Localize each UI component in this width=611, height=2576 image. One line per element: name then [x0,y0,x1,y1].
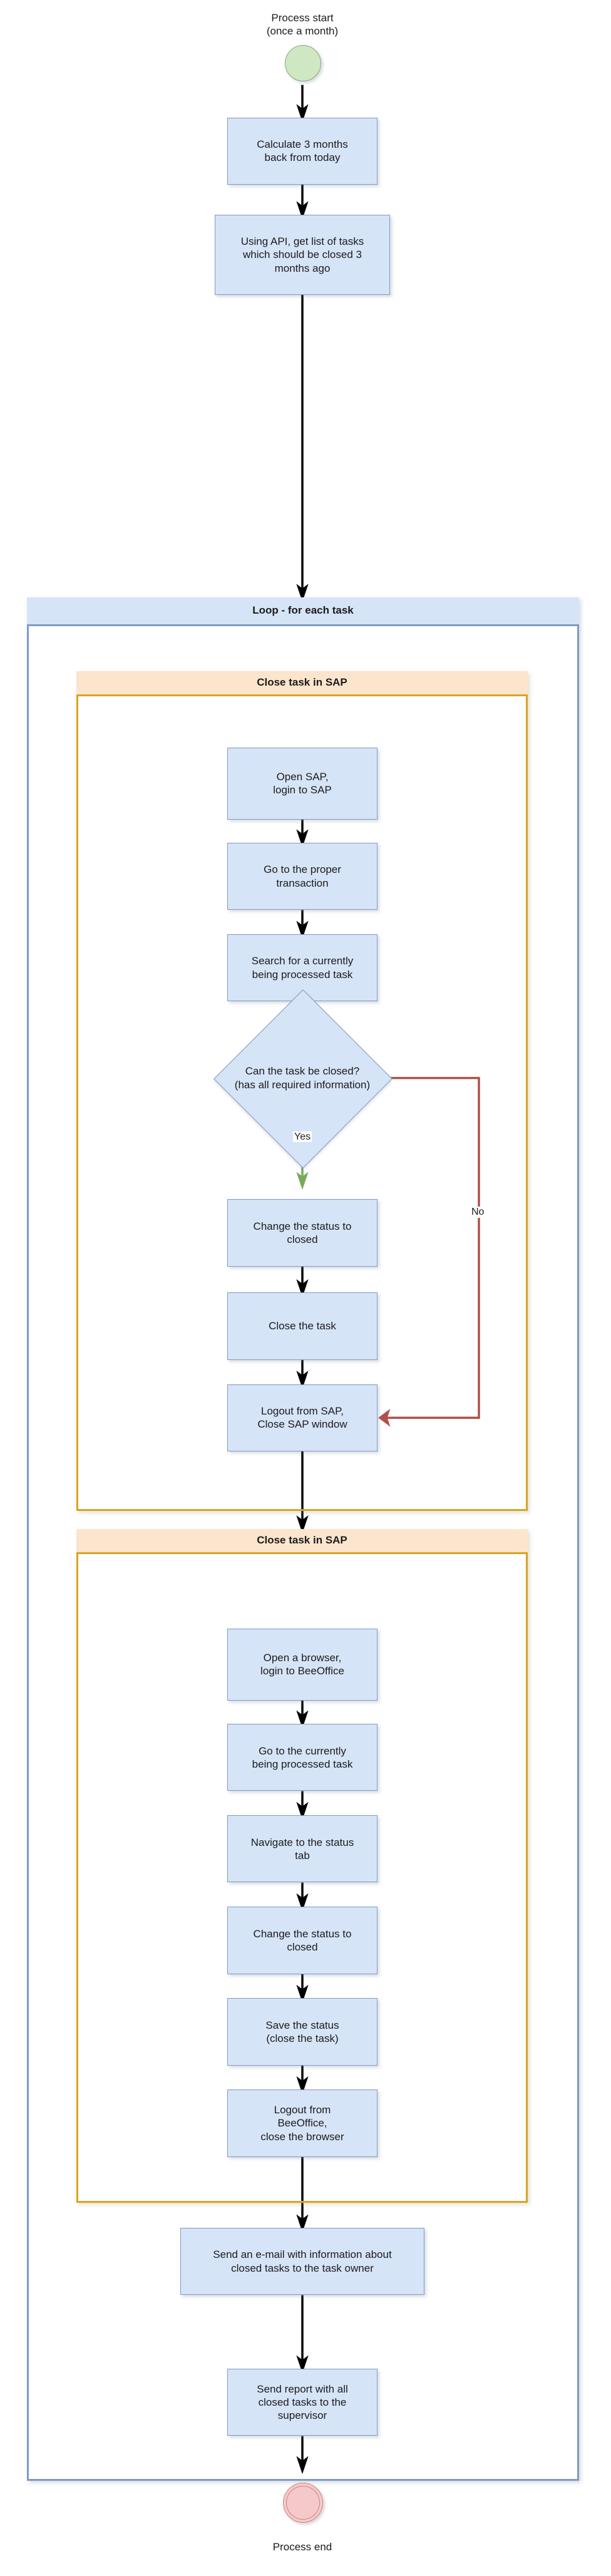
step-open-browser-login-beeoffice[interactable]: Open a browser, login to BeeOffice [227,1629,377,1701]
step-send-report-to-supervisor[interactable]: Send report with all closed tasks to the… [227,2369,377,2436]
end-terminator-inner-ring [286,2486,320,2520]
sap-group-1: Close task in SAP [76,671,528,1512]
loop-container: Loop - for each task [27,597,579,2481]
step-go-to-currently-processed-task[interactable]: Go to the currently being processed task [227,1724,377,1791]
step-change-status-closed-beeoffice[interactable]: Change the status to closed [227,1907,377,1974]
end-terminator [283,2483,323,2523]
step-get-task-list-api[interactable]: Using API, get list of tasks which shoul… [215,214,390,296]
sap-group-2-title: Close task in SAP [76,1528,528,1554]
step-logout-close-sap-window[interactable]: Logout from SAP, Close SAP window [227,1384,377,1451]
edge-label-yes: Yes [293,1131,312,1143]
step-logout-beeoffice-close-browser[interactable]: Logout from BeeOffice, close the browser [227,2089,377,2157]
decision-can-task-be-closed-label: Can the task be closed? (has all require… [234,1064,371,1091]
step-save-status-close-task[interactable]: Save the status (close the task) [227,1998,377,2066]
step-open-sap-login[interactable]: Open SAP, login to SAP [227,747,377,820]
start-terminator [285,44,321,81]
step-navigate-status-tab[interactable]: Navigate to the status tab [227,1815,377,1883]
step-change-status-closed-sap[interactable]: Change the status to closed [227,1199,377,1267]
step-go-to-proper-transaction[interactable]: Go to the proper transaction [227,842,377,910]
step-close-the-task[interactable]: Close the task [227,1292,377,1360]
sap-group-2: Close task in SAP [76,1528,528,2203]
step-send-email-to-task-owner[interactable]: Send an e-mail with information about cl… [180,2228,424,2295]
sap-group-1-title: Close task in SAP [76,671,528,696]
start-caption: Process start (once a month) [266,11,339,38]
end-caption: Process end [272,2541,332,2553]
edge-label-no: No [470,1207,486,1218]
step-calculate-3-months[interactable]: Calculate 3 months back from today [227,117,377,185]
loop-container-title: Loop - for each task [27,597,579,626]
